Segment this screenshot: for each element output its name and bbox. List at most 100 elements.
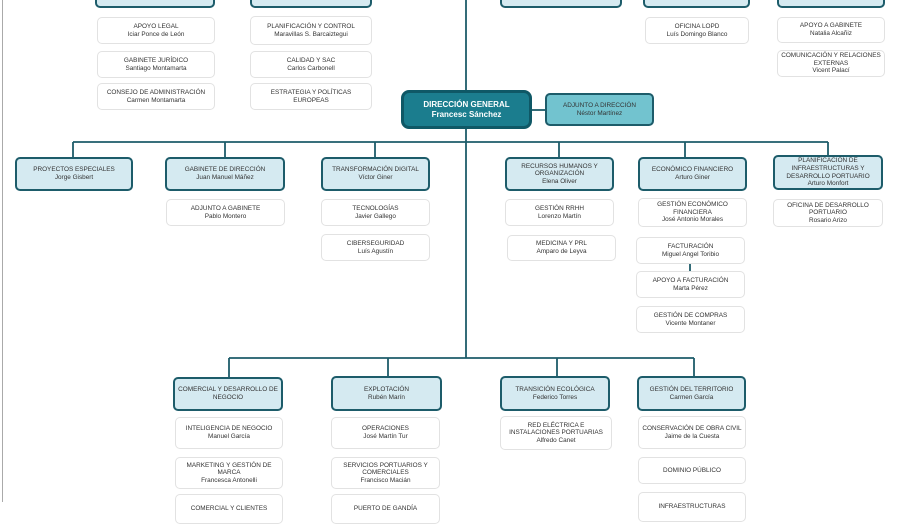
unit-person: Juan Manuel Máñez <box>196 174 254 181</box>
unit-title: GESTIÓN RRHH <box>535 204 584 212</box>
unit-person: Iciar Ponce de León <box>127 30 185 38</box>
unit-title: OPERACIONES <box>362 425 409 433</box>
unit-title: CONSEJO DE ADMINISTRACIÓN <box>106 88 206 96</box>
unit-person: Rubén Marín <box>368 393 405 401</box>
unit-title: PLANIFICACIÓN DE INFRAESTRUCTURAS Y DESA… <box>786 157 870 180</box>
unit-person: Jorge Gisbert <box>54 174 94 181</box>
unit-title: INFRAESTRUCTURAS <box>658 503 726 511</box>
unit-person: Néstor Martínez <box>576 109 623 117</box>
unit-person: Pablo Montero <box>204 212 247 220</box>
unit-person: Manuel García <box>208 433 250 440</box>
sub-unit-comercial-y-clientes: COMERCIAL Y CLIENTES <box>175 494 283 524</box>
unit-title: INTELIGENCIA DE NEGOCIO <box>185 425 273 433</box>
unit-person: Francisco Macián <box>360 476 411 484</box>
unit-person: Javier Gallego <box>355 212 396 220</box>
sub-unit-red-electrica-e-instalaciones-portuarias: RED ELÉCTRICA E INSTALACIONES PORTUARIAS… <box>500 416 612 450</box>
unit-title: CIBERSEGURIDAD <box>346 239 405 247</box>
unit-title: GABINETE DE DIRECCIÓN <box>184 166 266 174</box>
unit-person: Natalia Alcañiz <box>810 30 852 37</box>
unit-person: Vicente Montaner <box>665 319 716 327</box>
unit-person: Jaime de la Cuesta <box>664 432 720 440</box>
unit-title: TRANSFORMACIÓN DIGITAL <box>332 166 419 174</box>
unit-title: OFICINA LOPD <box>674 22 720 30</box>
unit-title: OFICINA DE DESARROLLO PORTUARIO <box>787 201 869 217</box>
unit-title: MARKETING Y GESTIÓN DE MARCA <box>186 461 272 477</box>
unit-person: Amparo de Leyva <box>536 248 587 255</box>
unit-person: Rosario Arizo <box>808 216 847 224</box>
unit-title: ADJUNTO A GABINETE <box>190 204 261 212</box>
unit-title: DOMINIO PÚBLICO <box>663 466 721 474</box>
unit-box-unit <box>643 0 750 8</box>
unit-title: GESTIÓN DEL TERRITORIO <box>649 385 734 393</box>
unit-person: Arturo Giner <box>675 174 710 181</box>
unit-title: FACTURACIÓN <box>667 242 714 250</box>
unit-person: Carmen Montamarta <box>126 96 186 104</box>
unit-title: COMERCIAL Y CLIENTES <box>190 505 268 513</box>
unit-title: RED ELÉCTRICA E INSTALACIONES PORTUARIAS <box>509 421 603 437</box>
unit-title: DIRECCIÓN GENERAL <box>423 99 510 109</box>
sub-unit-infraestructuras: INFRAESTRUCTURAS <box>638 492 746 522</box>
unit-person: Lorenzo Martín <box>538 212 581 220</box>
unit-person: José Martín Tur <box>363 433 408 440</box>
unit-title: PUERTO DE GANDÍA <box>353 505 418 513</box>
unit-box-unit <box>250 0 372 8</box>
unit-box-planificacion-de-infraestructuras-y-desarrollo-portuario: PLANIFICACIÓN DE INFRAESTRUCTURAS Y DESA… <box>773 155 883 190</box>
unit-title: RECURSOS HUMANOS Y ORGANIZACIÓN <box>521 162 598 178</box>
sub-unit-puerto-de-gandia: PUERTO DE GANDÍA <box>331 494 440 524</box>
unit-person: José Antonio Morales <box>661 216 724 224</box>
unit-title: CALIDAD Y SAC <box>286 56 336 64</box>
unit-title: PLANIFICACIÓN Y CONTROL <box>267 22 355 30</box>
unit-person: Luís Domingo Blanco <box>666 30 728 38</box>
unit-person: Vicent Palací <box>812 67 850 75</box>
sub-unit-estrategia-y-politicas-europeas: ESTRATEGIA Y POLÍTICAS EUROPEAS <box>250 83 372 110</box>
unit-title: APOYO LEGAL <box>133 22 179 30</box>
unit-person: Francesca Antonelli <box>201 476 257 484</box>
unit-person: Francesc Sánchez <box>431 109 502 119</box>
unit-title: COMERCIAL Y DESARROLLO DE NEGOCIO <box>178 386 278 401</box>
connector-lines <box>72 0 829 378</box>
unit-title: CONSERVACIÓN DE OBRA CIVIL <box>642 424 742 432</box>
unit-title: EXPLOTACIÓN <box>364 385 409 393</box>
unit-title: GESTIÓN ECONÓMICO FINANCIERA <box>657 201 728 216</box>
window-border <box>2 0 3 502</box>
unit-person: Luís Agustín <box>357 247 394 255</box>
unit-person: Alfredo Canet <box>536 436 576 444</box>
unit-title: GESTIÓN DE COMPRAS <box>653 311 728 319</box>
unit-title: TECNOLOGÍAS <box>352 204 399 212</box>
unit-person: Miguel Angel Toribio <box>661 250 720 258</box>
unit-person: Carlos Carbonell <box>287 64 335 72</box>
unit-title: APOYO A FACTURACIÓN <box>652 276 729 284</box>
unit-title: APOYO A GABINETE <box>799 22 863 30</box>
unit-title: MEDICINA Y PRL <box>536 240 587 248</box>
unit-box-unit <box>95 0 215 8</box>
unit-person: Santiago Montamarta <box>125 64 187 72</box>
